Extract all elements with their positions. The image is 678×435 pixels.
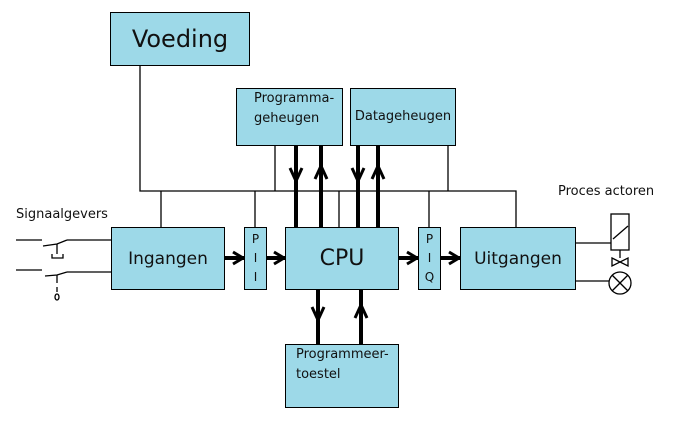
block-piq: P I Q [418,227,441,290]
block-programmeertoestel: Programmeer- toestel [285,344,399,408]
label-proces-actoren: Proces actoren [558,184,655,199]
block-pii: P I I [244,227,267,290]
block-ingangen: Ingangen [111,227,225,290]
block-voeding: Voeding [110,12,250,66]
block-programmageheugen-line2: geheugen [254,111,320,126]
solenoid-valve-icon [610,213,630,258]
block-programmeertoestel-line2: toestel [296,367,341,382]
block-cpu-label: CPU [319,246,365,271]
block-pii-letter-2: I [253,251,258,265]
block-cpu: CPU [285,227,399,290]
power-line-voeding [139,65,517,227]
toggle-switch-icon [44,271,68,301]
block-ingangen-label: Ingangen [128,248,208,269]
block-piq-letter-2: I [427,251,432,265]
block-piq-letter-1: P [425,232,434,246]
valve-icon [611,256,629,268]
block-datageheugen-label: Datageheugen [354,109,452,124]
block-pii-letter-3: I [253,270,258,284]
block-piq-letter-3: Q [424,270,435,284]
block-uitgangen: Uitgangen [460,227,576,290]
push-button-switch-icon [42,239,68,259]
block-datageheugen: Datageheugen [350,88,456,146]
block-programmeertoestel-line1: Programmeer- [296,347,389,362]
block-programmageheugen: Programma- geheugen [236,88,343,146]
block-pii-letter-1: P [251,232,260,246]
label-signaalgevers: Signaalgevers [16,207,108,222]
block-voeding-label: Voeding [131,25,229,53]
lamp-icon [608,271,632,295]
block-uitgangen-label: Uitgangen [474,248,562,269]
block-programmageheugen-line1: Programma- [254,91,335,106]
